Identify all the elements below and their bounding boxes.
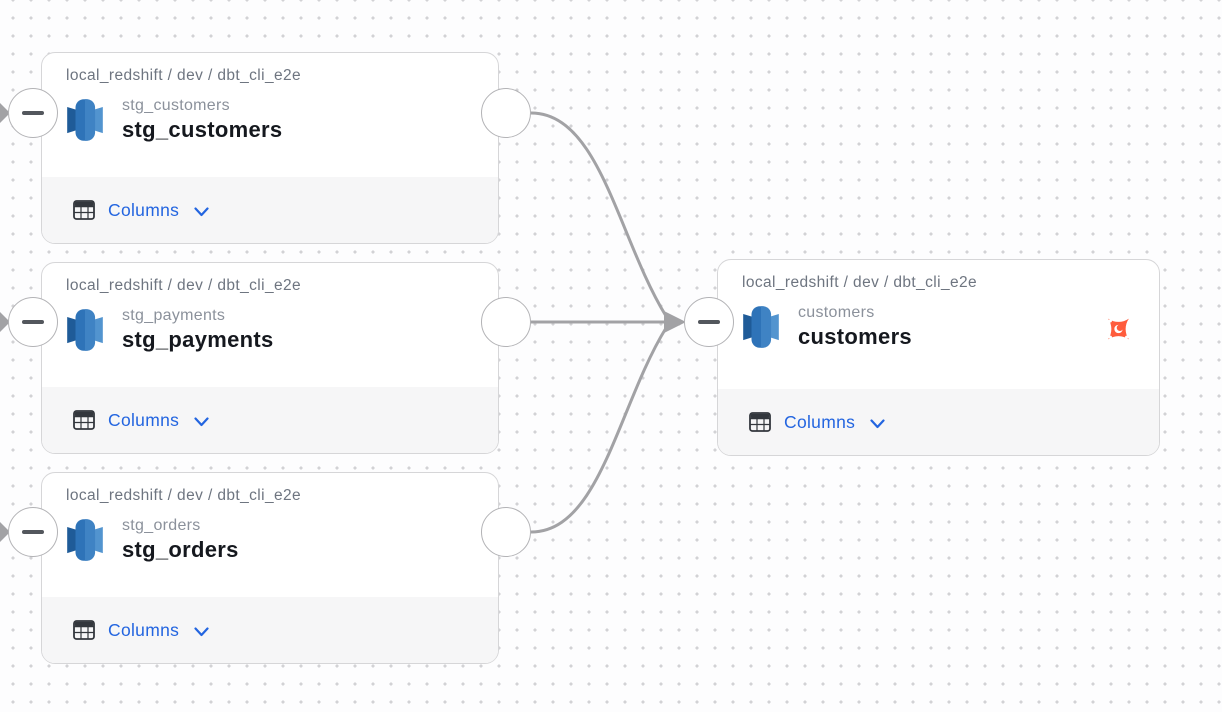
columns-label: Columns bbox=[784, 411, 856, 432]
node-header: local_redshift / dev / dbt_cli_e2e custo… bbox=[718, 260, 1159, 350]
columns-toggle[interactable]: Columns bbox=[42, 387, 498, 453]
node-stg-orders[interactable]: local_redshift / dev / dbt_cli_e2e stg_o… bbox=[41, 472, 499, 664]
table-grid-icon bbox=[749, 412, 771, 432]
minus-icon bbox=[698, 319, 720, 325]
columns-label: Columns bbox=[108, 619, 180, 640]
node-subtitle: stg_orders bbox=[122, 517, 201, 534]
chevron-down-icon bbox=[870, 418, 885, 428]
edge-stg-orders-to-customers bbox=[529, 326, 668, 534]
node-header: local_redshift / dev / dbt_cli_e2e stg_c… bbox=[42, 53, 498, 143]
node-customers[interactable]: local_redshift / dev / dbt_cli_e2e custo… bbox=[717, 259, 1160, 456]
minus-icon bbox=[22, 529, 44, 535]
breadcrumb: local_redshift / dev / dbt_cli_e2e bbox=[66, 487, 302, 504]
node-header: local_redshift / dev / dbt_cli_e2e stg_o… bbox=[42, 473, 498, 563]
edge-stg-customers-to-customers bbox=[529, 111, 668, 318]
collapse-handle-stg-orders[interactable] bbox=[8, 507, 58, 557]
collapse-handle-customers[interactable] bbox=[684, 297, 734, 347]
output-port-stg-payments[interactable] bbox=[481, 297, 531, 347]
columns-label: Columns bbox=[108, 199, 180, 220]
redshift-table-icon bbox=[743, 306, 779, 348]
chevron-down-icon bbox=[194, 206, 209, 216]
node-titles: stg_payments stg_payments bbox=[122, 307, 274, 353]
node-subtitle: stg_payments bbox=[122, 307, 226, 324]
breadcrumb: local_redshift / dev / dbt_cli_e2e bbox=[66, 277, 302, 294]
redshift-table-icon bbox=[67, 519, 103, 561]
collapse-handle-stg-customers[interactable] bbox=[8, 88, 58, 138]
columns-toggle[interactable]: Columns bbox=[42, 597, 498, 663]
node-stg-customers[interactable]: local_redshift / dev / dbt_cli_e2e stg_c… bbox=[41, 52, 499, 244]
merge-arrowhead bbox=[664, 311, 686, 333]
node-subtitle: stg_customers bbox=[122, 97, 230, 114]
minus-icon bbox=[22, 319, 44, 325]
node-title: stg_customers bbox=[122, 117, 283, 142]
node-title: customers bbox=[798, 324, 912, 349]
columns-toggle[interactable]: Columns bbox=[718, 389, 1159, 455]
table-grid-icon bbox=[73, 620, 95, 640]
columns-label: Columns bbox=[108, 409, 180, 430]
node-main: stg_payments stg_payments bbox=[66, 307, 474, 353]
node-stg-payments[interactable]: local_redshift / dev / dbt_cli_e2e stg_p… bbox=[41, 262, 499, 454]
redshift-table-icon bbox=[67, 99, 103, 141]
node-title: stg_payments bbox=[122, 327, 274, 352]
node-main: customers customers bbox=[742, 304, 1135, 350]
node-titles: stg_orders stg_orders bbox=[122, 517, 239, 563]
breadcrumb: local_redshift / dev / dbt_cli_e2e bbox=[66, 67, 302, 84]
redshift-table-icon bbox=[67, 309, 103, 351]
table-grid-icon bbox=[73, 200, 95, 220]
chevron-down-icon bbox=[194, 626, 209, 636]
node-main: stg_customers stg_customers bbox=[66, 97, 474, 143]
output-port-stg-customers[interactable] bbox=[481, 88, 531, 138]
columns-toggle[interactable]: Columns bbox=[42, 177, 498, 243]
node-titles: stg_customers stg_customers bbox=[122, 97, 282, 143]
node-title: stg_orders bbox=[122, 537, 239, 562]
node-subtitle: customers bbox=[798, 304, 875, 321]
node-titles: customers customers bbox=[798, 304, 912, 350]
chevron-down-icon bbox=[194, 416, 209, 426]
collapse-handle-stg-payments[interactable] bbox=[8, 297, 58, 347]
dbt-icon bbox=[1108, 318, 1129, 340]
minus-icon bbox=[22, 110, 44, 116]
node-header: local_redshift / dev / dbt_cli_e2e stg_p… bbox=[42, 263, 498, 353]
table-grid-icon bbox=[73, 410, 95, 430]
breadcrumb: local_redshift / dev / dbt_cli_e2e bbox=[742, 274, 978, 291]
node-main: stg_orders stg_orders bbox=[66, 517, 474, 563]
output-port-stg-orders[interactable] bbox=[481, 507, 531, 557]
